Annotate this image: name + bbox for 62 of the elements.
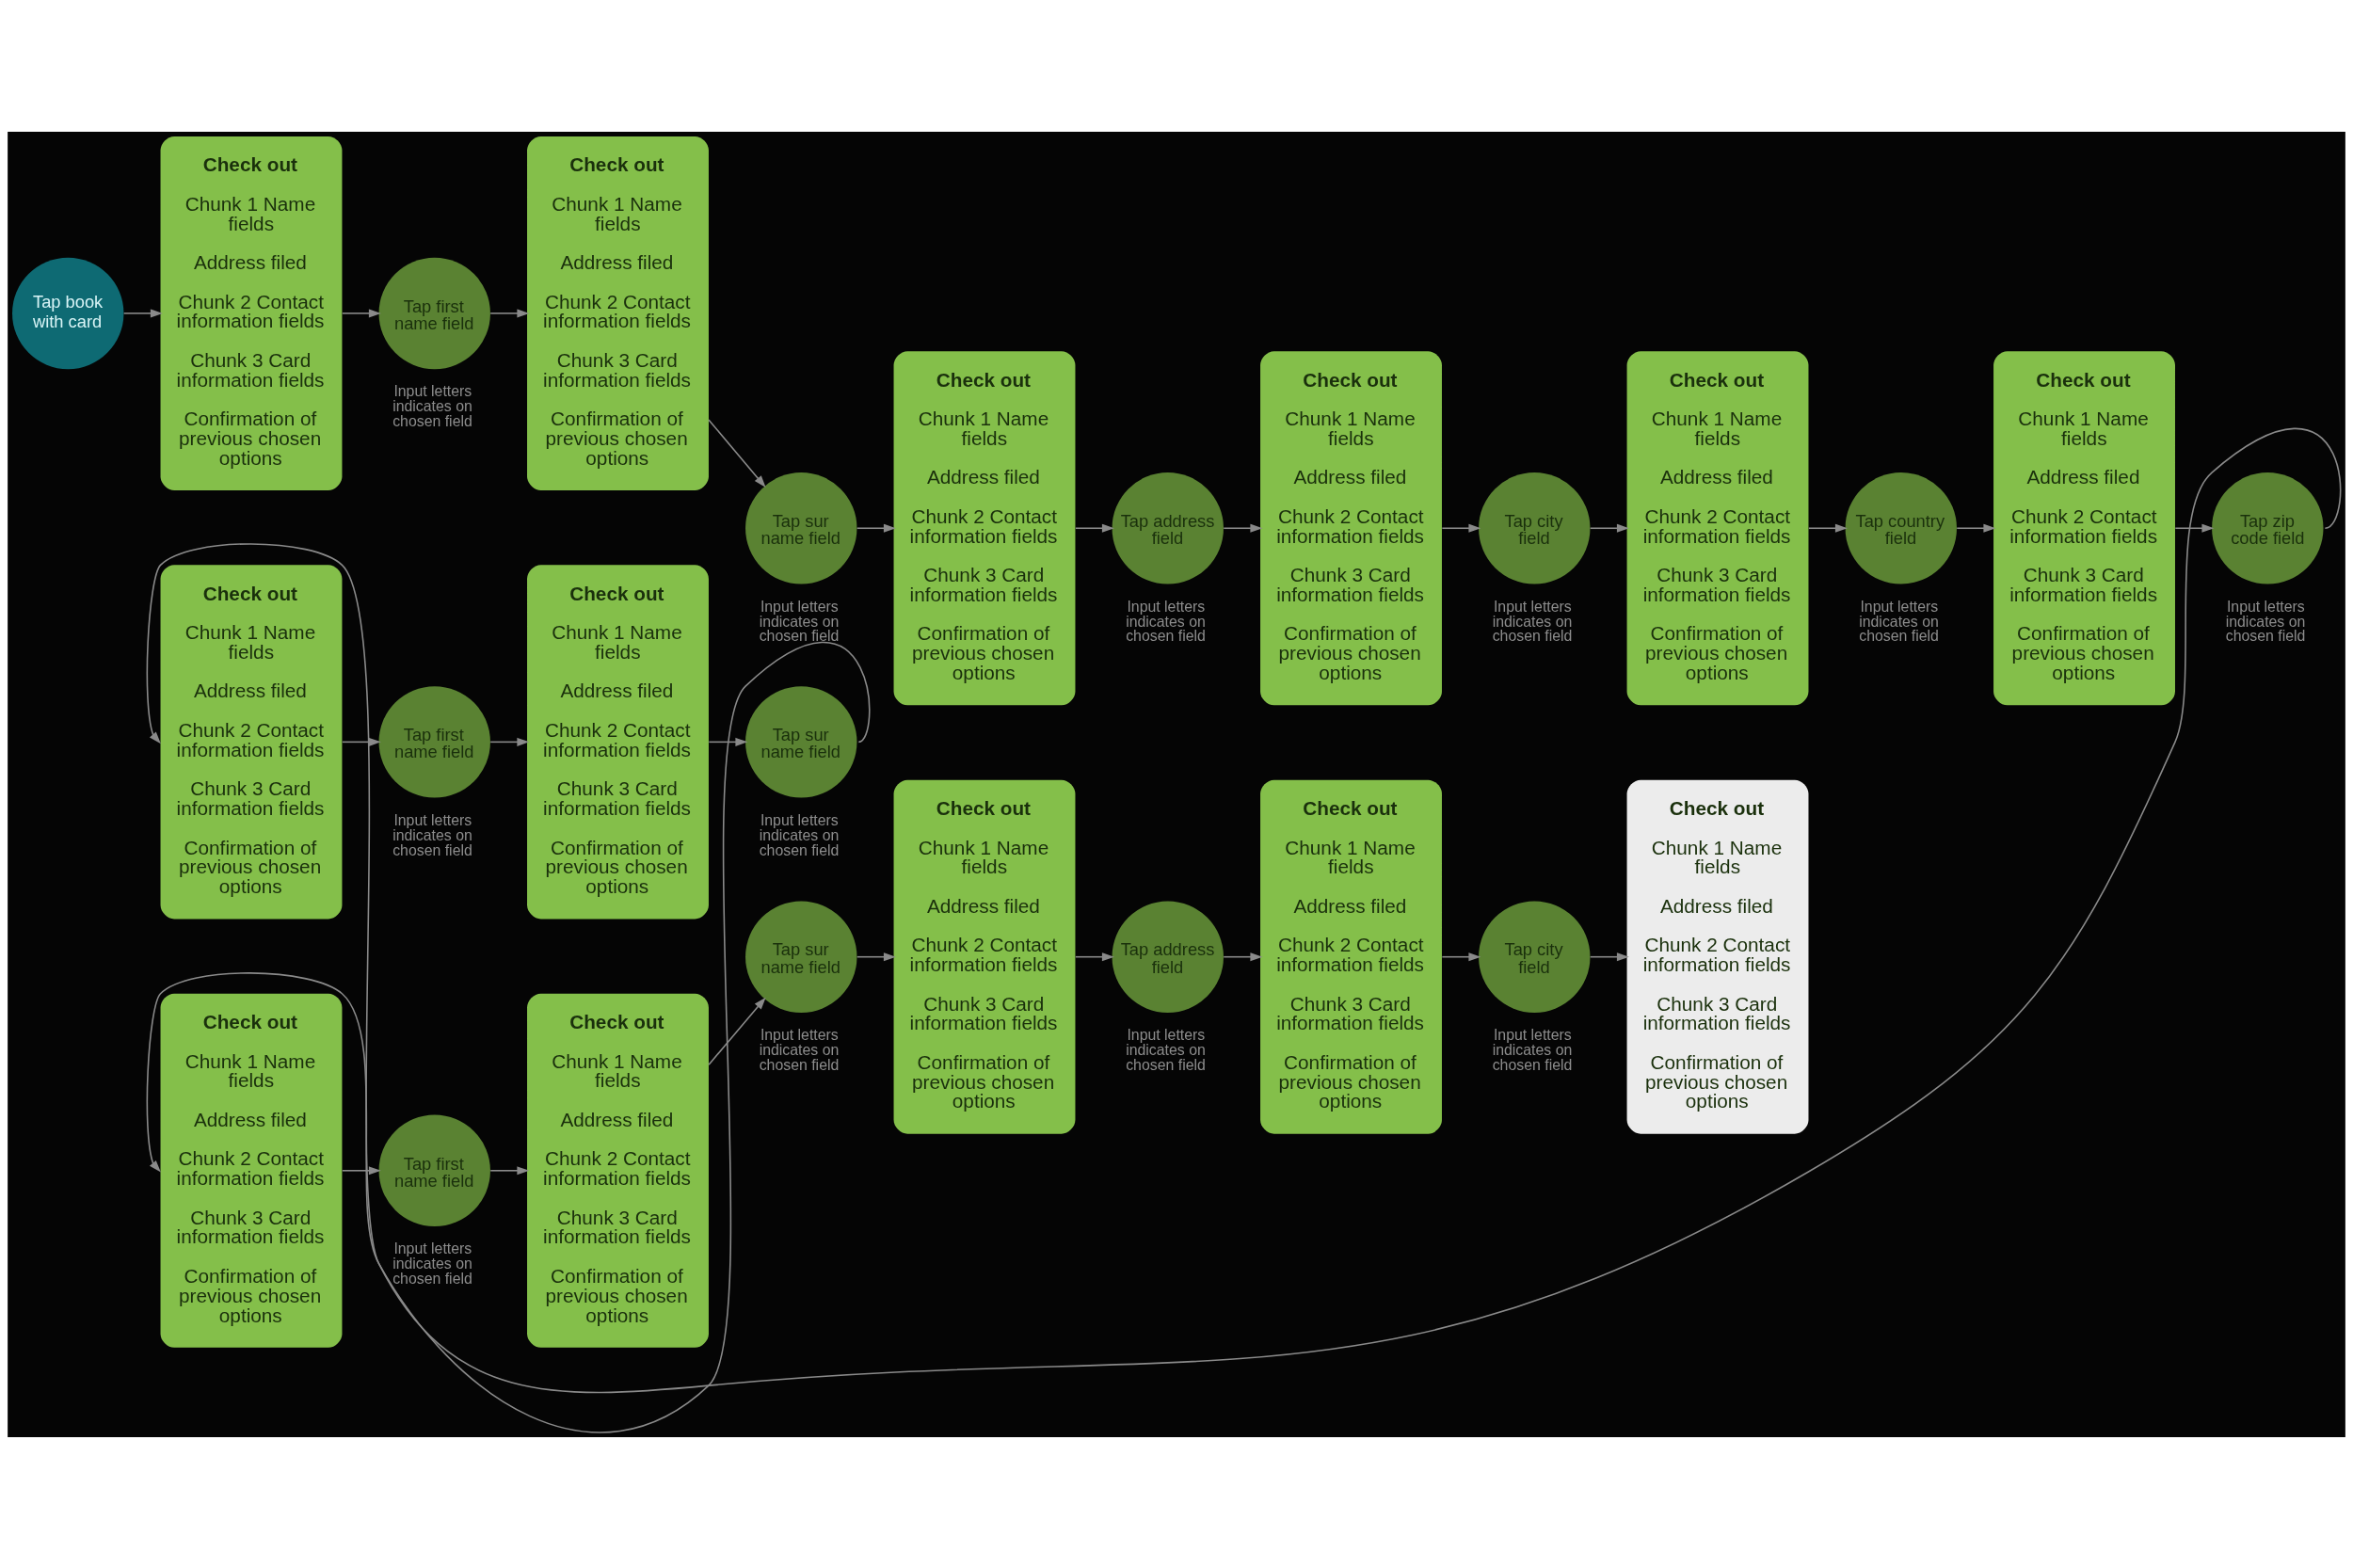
arrow bbox=[1441, 952, 1481, 961]
node-box: Check out Chunk 1 Name fields Address filed Chunk 2 Contact information fields Chunk 3 Card information fields Confirmation of previous chosen options bbox=[1260, 779, 1442, 1134]
node-label: Input letters indicates on chosen field bbox=[392, 382, 472, 429]
node-box: Check out Chunk 1 Name fields Address filed Chunk 2 Contact information fields Chunk 3 Card information fields Confirmation of previous chosen options bbox=[160, 564, 343, 919]
arrow bbox=[342, 308, 381, 317]
node-box: Check out Chunk 1 Name fields Address filed Chunk 2 Contact information fields Chunk 3 Card information fields Confirmation of previous chosen options bbox=[160, 136, 343, 490]
arrow bbox=[1589, 952, 1629, 961]
node-circle: Tap first name field bbox=[378, 685, 490, 798]
node-circle: Tap first name field bbox=[378, 257, 490, 369]
node-circle: Tap city field bbox=[1479, 472, 1591, 584]
node-box: Check out Chunk 1 Name fields Address filed Chunk 2 Contact information fields Chunk 3 Card information fields Confirmation of previous chosen options bbox=[527, 136, 709, 490]
node-label: Input letters indicates on chosen field bbox=[1859, 598, 1939, 644]
arrow bbox=[146, 641, 871, 1432]
arrow bbox=[1223, 523, 1263, 533]
arrow bbox=[1223, 952, 1263, 961]
arrow bbox=[708, 737, 748, 746]
arrow bbox=[708, 418, 766, 488]
node-box: Check out Chunk 1 Name fields Address filed Chunk 2 Contact information fields Chunk 3 Card information fields Confirmation of previous chosen options bbox=[1260, 350, 1442, 705]
node-circle: Tap address field bbox=[1112, 472, 1224, 584]
arrow bbox=[1808, 523, 1848, 533]
node-circle: Tap book with card bbox=[12, 257, 124, 369]
arrow bbox=[146, 427, 2342, 1393]
node-box: Check out Chunk 1 Name fields Address filed Chunk 2 Contact information fields Chunk 3 Card information fields Confirmation of previous chosen options bbox=[1626, 779, 1809, 1134]
arrow bbox=[342, 1165, 381, 1175]
node-circle: Tap city field bbox=[1479, 901, 1591, 1013]
arrow bbox=[342, 737, 381, 746]
node-box: Check out Chunk 1 Name fields Address filed Chunk 2 Contact information fields Chunk 3 Card information fields Confirmation of previous chosen options bbox=[527, 993, 709, 1348]
node-box: Check out Chunk 1 Name fields Address filed Chunk 2 Contact information fields Chunk 3 Card information fields Confirmation of previous chosen options bbox=[160, 993, 343, 1348]
arrow bbox=[1075, 523, 1114, 533]
node-box: Check out Chunk 1 Name fields Address filed Chunk 2 Contact information fields Chunk 3 Card information fields Confirmation of previous chosen options bbox=[1993, 350, 2175, 705]
arrow bbox=[1956, 523, 1996, 533]
node-circle: Tap address field bbox=[1112, 901, 1224, 1013]
node-label: Input letters indicates on chosen field bbox=[759, 1026, 840, 1073]
node-box: Check out Chunk 1 Name fields Address filed Chunk 2 Contact information fields Chunk 3 Card information fields Confirmation of previous chosen options bbox=[893, 350, 1076, 705]
node-box: Check out Chunk 1 Name fields Address filed Chunk 2 Contact information fields Chunk 3 Card information fields Confirmation of previous chosen options bbox=[527, 564, 709, 919]
arrow bbox=[122, 308, 163, 317]
arrow bbox=[1075, 952, 1114, 961]
arrow bbox=[1589, 523, 1629, 533]
arrow bbox=[489, 308, 530, 317]
arrow bbox=[856, 523, 896, 533]
node-label: Input letters indicates on chosen field bbox=[759, 811, 840, 858]
arrow bbox=[489, 1165, 530, 1175]
node-label: Input letters indicates on chosen field bbox=[759, 598, 840, 644]
node-circle: Tap sur name field bbox=[745, 901, 857, 1013]
node-label: Input letters indicates on chosen field bbox=[392, 811, 472, 858]
node-box: Check out Chunk 1 Name fields Address filed Chunk 2 Contact information fields Chunk 3 Card information fields Confirmation of previous chosen options bbox=[1626, 350, 1809, 705]
node-box: Check out Chunk 1 Name fields Address filed Chunk 2 Contact information fields Chunk 3 Card information fields Confirmation of previous chosen options bbox=[893, 779, 1076, 1134]
node-circle: Tap first name field bbox=[378, 1114, 490, 1226]
node-label: Input letters indicates on chosen field bbox=[1492, 598, 1573, 644]
arrow bbox=[2174, 523, 2215, 533]
node-label: Input letters indicates on chosen field bbox=[1492, 1026, 1573, 1073]
arrow bbox=[489, 737, 530, 746]
arrow bbox=[1441, 523, 1481, 533]
node-label: Input letters indicates on chosen field bbox=[1126, 598, 1206, 644]
node-label: Input letters indicates on chosen field bbox=[392, 1240, 472, 1287]
arrow bbox=[856, 952, 896, 961]
arrow bbox=[708, 997, 766, 1065]
node-label: Input letters indicates on chosen field bbox=[1126, 1026, 1206, 1073]
node-circle: Tap sur name field bbox=[745, 685, 857, 798]
node-circle: Tap zip code field bbox=[2212, 472, 2324, 584]
node-label: Input letters indicates on chosen field bbox=[2225, 598, 2306, 644]
node-circle: Tap country field bbox=[1845, 472, 1957, 584]
